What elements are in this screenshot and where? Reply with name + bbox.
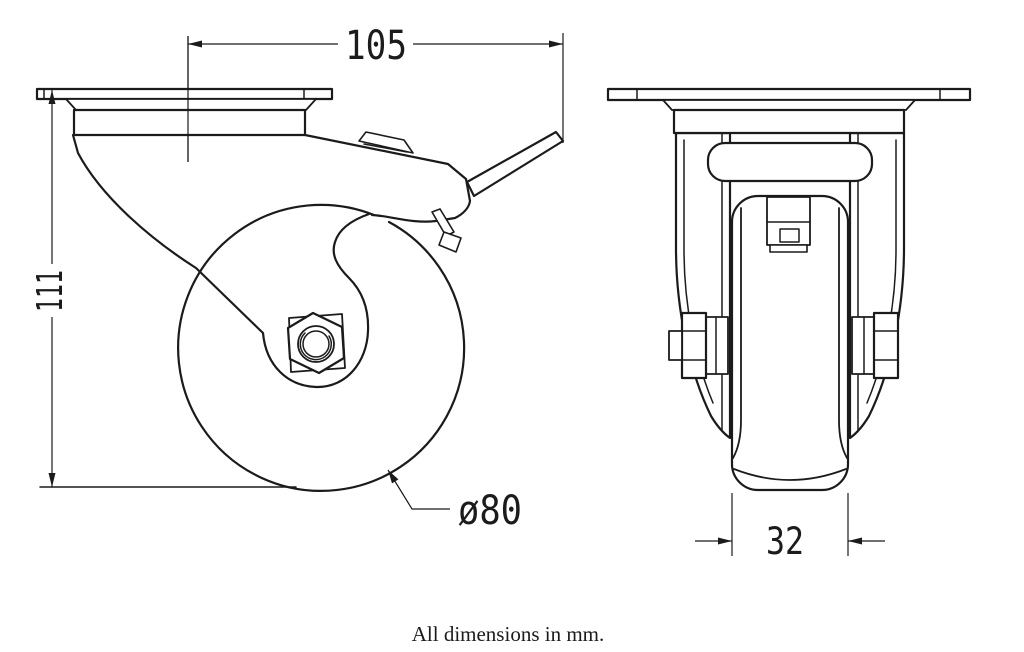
dimension-top-span: 105	[188, 23, 564, 143]
brake-housing-outline	[303, 133, 472, 223]
brake-tab-edge	[363, 143, 408, 153]
front-view	[606, 87, 972, 492]
dim-32-arrow-left	[718, 537, 732, 545]
front-plate-flange	[662, 99, 916, 111]
brake-pedal-foot	[769, 244, 808, 253]
dim-32-value: 32	[766, 520, 804, 563]
dimension-wheel-diameter: ø80	[387, 469, 522, 534]
side-swivel-housing	[72, 108, 307, 137]
side-plate-flange	[65, 98, 317, 111]
axle-nut-right	[872, 311, 900, 380]
dim-111-value: 111	[30, 270, 71, 312]
axle-thread-arc	[299, 332, 333, 361]
swivel-dome	[706, 141, 874, 183]
brake-pin	[431, 208, 455, 237]
brake-pedal	[766, 196, 811, 246]
front-wheel-sidewall-left	[732, 207, 742, 459]
axle-nut-right-facets	[873, 330, 899, 361]
front-wheel	[730, 194, 850, 492]
dim-dia-leader	[387, 469, 450, 510]
dim-105-arrow-left	[188, 40, 202, 48]
front-top-plate	[606, 87, 972, 102]
brake-pedal-inset	[779, 228, 800, 243]
side-wheel-circle	[177, 203, 466, 492]
dimension-overall-height: 111	[30, 90, 71, 487]
dim-111-arrow-top	[48, 90, 56, 104]
brake-lever	[465, 130, 565, 198]
dimension-wheel-width: 32	[695, 493, 885, 563]
front-wheel-tread-crown	[733, 468, 847, 481]
dim-105-value: 105	[345, 23, 407, 69]
dim-105-arrow-right	[549, 40, 563, 48]
brake-pin-tip	[438, 231, 462, 253]
front-wheel-sidewall-right	[838, 207, 848, 459]
side-top-plate	[35, 87, 334, 101]
dim-32-arrow-right	[848, 537, 862, 545]
dim-dia-value: ø80	[458, 488, 522, 534]
brake-tab	[358, 131, 414, 154]
dim-dia-arrowhead	[388, 470, 399, 484]
axle-end-cap	[668, 330, 683, 361]
axle-nut-left-facets	[681, 330, 707, 361]
side-view	[35, 36, 565, 492]
front-swivel-housing	[672, 108, 906, 135]
fork-outline	[71, 133, 371, 389]
dim-111-arrow-bottom	[48, 473, 56, 487]
axle-bore-inner	[302, 330, 330, 358]
axle-nut-left	[680, 311, 708, 380]
units-note: All dimensions in mm.	[412, 622, 605, 646]
